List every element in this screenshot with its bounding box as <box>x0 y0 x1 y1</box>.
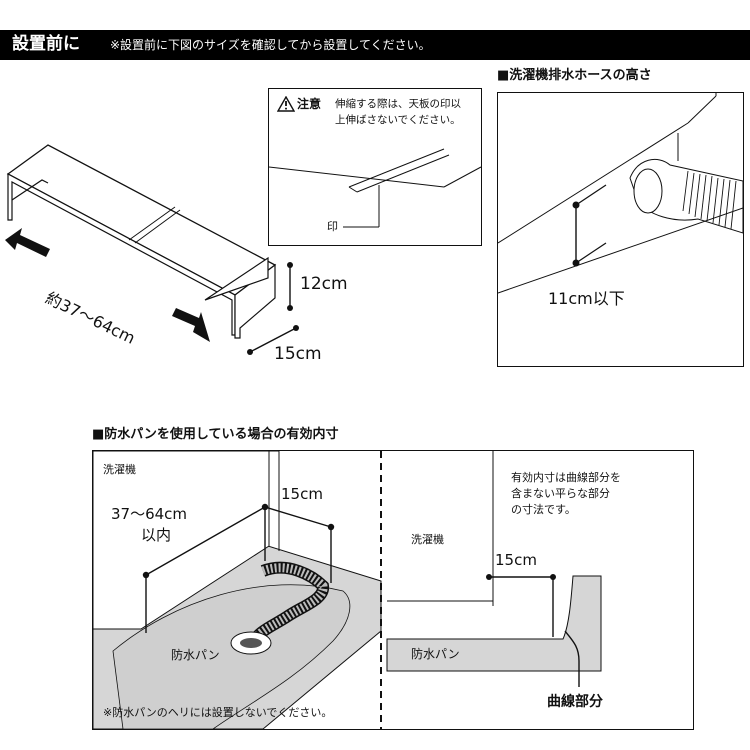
width-arrow-left <box>5 228 50 257</box>
right-depth-label: 15cm <box>495 551 537 569</box>
caution-title: 注意 <box>297 97 322 111</box>
shelf-illustration <box>5 144 299 355</box>
header-title: 設置前に <box>12 34 80 54</box>
depth-dim-line <box>249 327 297 353</box>
left-width-label-1: 37～64cm <box>111 505 188 523</box>
right-depth-dim <box>488 576 554 637</box>
left-pan-label: 防水パン <box>171 648 220 662</box>
shelf-height-label: 12cm <box>300 274 348 294</box>
left-washer-label: 洗濯機 <box>103 463 136 476</box>
pan-note: ※防水パンのヘリには設置しないでください。 <box>103 706 333 719</box>
mark-label: 印 <box>327 220 338 233</box>
right-washer-outline <box>387 600 494 606</box>
hose-diagram-box: 11cm以下 <box>497 92 744 367</box>
callout-pointer <box>204 256 269 301</box>
warning-triangle-icon <box>277 96 295 112</box>
right-note-2: 含まない平らな部分 <box>511 487 610 500</box>
left-washer <box>93 451 270 630</box>
right-note-3: の寸法です。 <box>511 503 576 516</box>
caution-line2: 上伸ばさないでください。 <box>335 114 461 126</box>
hose-height-label: 11cm以下 <box>548 289 625 308</box>
left-depth-label: 15cm <box>281 485 323 503</box>
header-note: ※設置前に下図のサイズを確認してから設置してください。 <box>110 38 431 52</box>
hose-section-title: ■洗濯機排水ホースの高さ <box>497 68 652 83</box>
pan-section-title: ■防水パンを使用している場合の有効内寸 <box>92 427 339 442</box>
left-width-label-2: 以内 <box>141 526 172 544</box>
caution-seam <box>348 148 445 188</box>
shelf-depth-label: 15cm <box>274 344 322 364</box>
caution-line1: 伸縮する際は、天板の印以 <box>335 98 461 110</box>
curve-label: 曲線部分 <box>547 694 603 710</box>
right-washer-label: 洗濯機 <box>411 533 444 546</box>
shelf-top <box>6 144 277 296</box>
curve-leader <box>564 630 580 687</box>
shelf-seam <box>134 209 181 244</box>
header-bar <box>0 30 750 60</box>
right-pan-label: 防水パン <box>411 647 460 661</box>
pan-diagram-box: 洗濯機 37～64cm 以内 15cm 防水パン ※防水パンのヘリには設置しない… <box>92 450 694 730</box>
caution-box: 注意 伸縮する際は、天板の印以 上伸ばさないでください。 印 <box>268 88 482 246</box>
shelf-right-leg <box>234 263 276 339</box>
right-pan <box>386 575 602 672</box>
width-arrow-right <box>172 308 210 342</box>
right-note-1: 有効内寸は曲線部分を <box>511 471 621 484</box>
